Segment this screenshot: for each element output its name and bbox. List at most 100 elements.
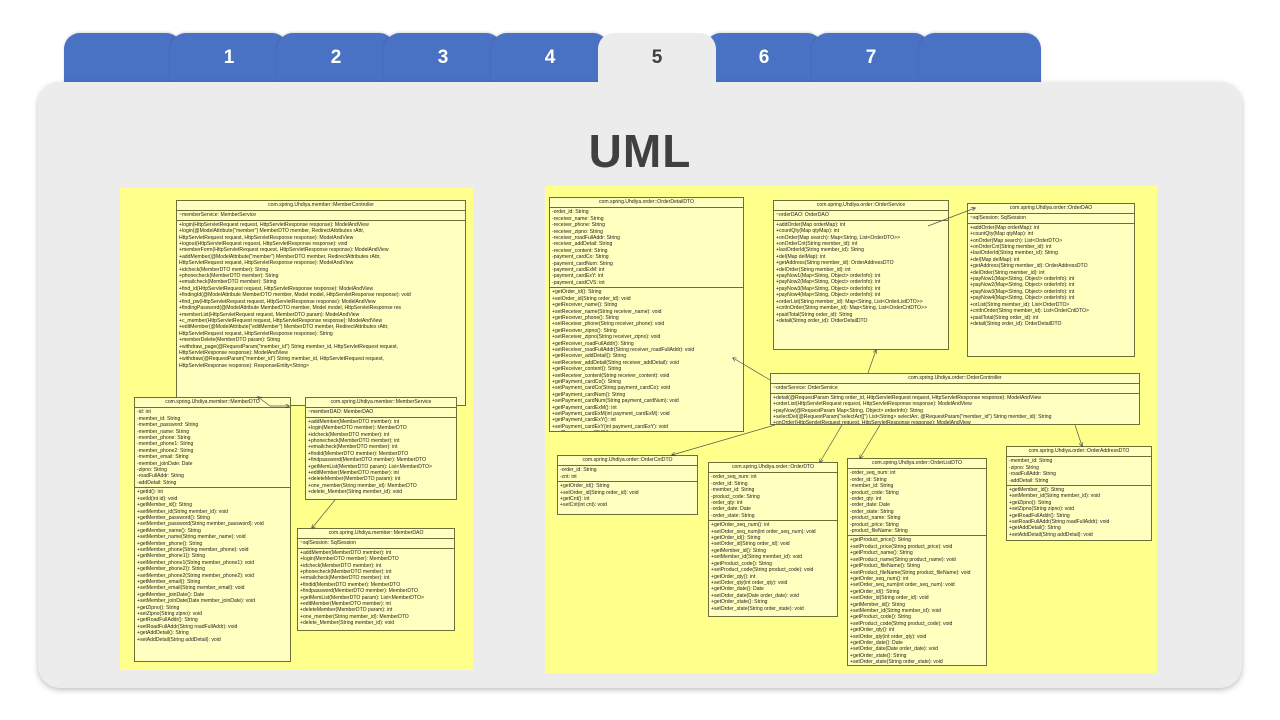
class-method: +payNow1(Map<String, Object> orderInfo):… (776, 273, 881, 280)
class-attributes: -member_id: String-zipno: String-roadFul… (1007, 457, 1151, 487)
class-method: HttpServletResponse response): ModelAndV… (179, 349, 288, 356)
tab-label: 7 (865, 47, 877, 68)
class-attribute: -payment_cardCo: String (552, 254, 609, 261)
class-method: +getAddDetail(): String (1009, 525, 1061, 532)
class-attribute: -order_id: String (560, 467, 597, 474)
class-title: com.spring.Uhdiya.member::MemberService (306, 398, 456, 409)
class-method: +getRoadFullAddr(): String (1009, 512, 1070, 519)
class-method: +onOrder(HttpServletRequest request, Htt… (773, 420, 971, 425)
class-method: +payNow2(Map<String, Object> orderInfo):… (970, 282, 1075, 289)
tab-3[interactable]: 3 (384, 33, 502, 85)
class-attribute: -order_id: String (850, 476, 887, 483)
class-attribute: -order_state: String (850, 508, 894, 515)
class-method: +setPayment_cardExY(int payment_cardExY)… (552, 423, 668, 430)
class-method: HttpServletRequest request, HttpServletR… (179, 330, 333, 337)
class-method: +setId(int id): void (137, 495, 178, 502)
class-title: com.spring.Uhdiya.order::OrderService (774, 201, 948, 212)
tab-2[interactable]: 2 (277, 33, 395, 85)
class-attribute: -payment_cardNum: String (552, 260, 613, 267)
tab-label: 3 (437, 47, 449, 68)
class-attributes: ~memberDAO: MemberDAO (306, 408, 456, 418)
tab-4[interactable]: 4 (491, 33, 609, 85)
class-method: +memberDelete(MemberDTO param): String (179, 337, 281, 344)
class-method: +onOrderCnt(String member_id): int (776, 241, 858, 248)
page-title: UML (588, 125, 692, 177)
class-method: +lastOrderId(String member_id): String (970, 250, 1058, 257)
tab-1[interactable]: 1 (170, 33, 288, 85)
class-attribute: -product_code: String (850, 489, 899, 496)
class-method: +getMemList(MemberDTO param): List<Membe… (300, 594, 424, 601)
class-title: com.spring.Uhdiya.member::MemberDAO (298, 529, 454, 540)
class-attribute: -receiver_content: String (552, 247, 608, 254)
class-attribute: -product_code: String (711, 493, 760, 500)
class-method: +setProduct_code(String product_code): v… (711, 567, 814, 574)
order-dao-class: com.spring.Uhdiya.order::OrderDAO~sqlSes… (967, 203, 1135, 357)
tab-5[interactable]: 5 (598, 33, 716, 93)
class-methods: +getOrder_id(): String+setOrder_id(Strin… (558, 482, 697, 510)
class-method: +setOrder_id(String order_id): void (850, 595, 929, 602)
class-method: +getMember_id(): String (1009, 487, 1065, 494)
class-method: +getReceiver_roadFullAddr(): String (552, 340, 634, 347)
class-attribute: -order_seq_num: int (850, 470, 896, 477)
class-method: +login(MemberDTO member): MemberDTO (300, 556, 399, 563)
class-method: +setOrder_id(String order_id): void (552, 295, 631, 302)
class-attribute: -receiver_phone: String (552, 222, 605, 229)
class-method: +getOrder_seq_num(): int (850, 575, 909, 582)
class-method: +getMemList(MemberDTO param): List<Membe… (308, 463, 432, 470)
class-method: +idcheck(MemberDTO member): int (308, 431, 390, 438)
tab-7[interactable]: 7 (812, 33, 930, 85)
class-method: +getOrder_qty(): int (850, 627, 895, 634)
class-methods: +getProduct_price(): String+setProduct_p… (848, 536, 986, 665)
class-method: +find_pw(HttpServletRequest request, Htt… (179, 298, 376, 305)
class-method: +getReceiver_content(): String (552, 366, 622, 373)
class-attribute: -order_seq_num: int (711, 474, 757, 481)
class-method: HttpServletResponse response): ResponseE… (179, 362, 309, 369)
class-method: +getAddress(String member_id): OrderAddr… (970, 263, 1088, 270)
class-method: +phonecheck(MemberDTO member): int (300, 569, 392, 576)
class-attribute: -zipno: String (1009, 464, 1040, 471)
class-attribute: -member_password: String (137, 422, 199, 429)
class-method: +findid(MemberDTO member): MemberDTO (300, 581, 401, 588)
class-attribute: -receiver_addDetail: String (552, 241, 613, 248)
tab-6[interactable]: 6 (705, 33, 823, 85)
class-method: +login(@ModelAttribute("member") MemberD… (179, 228, 365, 235)
class-method: +getMember_joinDate(): Date (137, 591, 205, 598)
class-methods: +detail(@RequestParam String order_id, H… (771, 394, 1139, 425)
class-method: +setAddDetail(String addDetail): void (137, 636, 221, 643)
class-title: com.spring.Uhdiya.order::OrderAddressDTO (1007, 447, 1151, 458)
class-attribute: -order_date: Date (850, 502, 890, 509)
class-attribute: -member_joinDate: Date (137, 460, 193, 467)
class-methods: +addOrder(Map orderMap): int+countQty(Ma… (968, 224, 1134, 329)
class-method: HttpServletRequest request, HttpServletR… (179, 234, 354, 241)
class-method: +c_member(HttpServletRequest request, Ht… (179, 317, 383, 324)
class-attribute: -order_id: String (552, 209, 589, 216)
class-attribute: -order_state: String (711, 512, 755, 519)
class-attribute: -roadFullAddr: String (1009, 471, 1056, 478)
tab-blank-start[interactable] (64, 33, 182, 85)
class-method: +setReceiver_roadFullAddr(String receive… (552, 346, 695, 353)
class-method: +del(Map delMap): int (776, 253, 826, 260)
class-method: +getMember_email(): String (137, 578, 201, 585)
class-method: +getReceiver_addDetail(): String (552, 353, 627, 360)
tab-label: 5 (651, 47, 663, 68)
class-method: +getReceiver_phone(): String (552, 314, 619, 321)
order-detail-dto-class: com.spring.Uhdiya.order::OrderDetailDTO-… (549, 197, 744, 432)
class-attribute: ~orderDAO: OrderDAO (776, 212, 829, 219)
class-method: +setPayment_cardNum(String payment_cardN… (552, 398, 679, 405)
class-attributes: ~sqlSession: SqlSession (298, 539, 454, 549)
class-method: +one_member(String member_id): MemberDTO (300, 613, 409, 620)
class-attribute: -addDetail: String (1009, 477, 1049, 484)
class-method: +getMember_phone1(): String (137, 553, 206, 560)
class-attributes: -order_seq_num: int-order_id: String-mem… (709, 473, 837, 522)
class-attributes: ~memberService: MemberService (177, 211, 465, 221)
order-address-dto-class: com.spring.Uhdiya.order::OrderAddressDTO… (1006, 446, 1152, 541)
class-method: +setRoadFullAddr(String roadFullAddr): v… (1009, 519, 1110, 526)
class-method: +getReceiver_zipno(): String (552, 327, 617, 334)
class-method: +emailcheck(MemberDTO member): String (179, 279, 277, 286)
class-attribute: -member_id: String (137, 415, 181, 422)
class-method: +detail(@RequestParam String order_id, H… (773, 394, 1041, 401)
tab-blank-end[interactable] (919, 33, 1041, 85)
class-method: +setOrder_qty(int order_qty): void (850, 633, 927, 640)
class-title: com.spring.Uhdiya.order::OrderDAO (968, 204, 1134, 215)
class-method: +setZipno(String zipno): void (137, 611, 202, 617)
